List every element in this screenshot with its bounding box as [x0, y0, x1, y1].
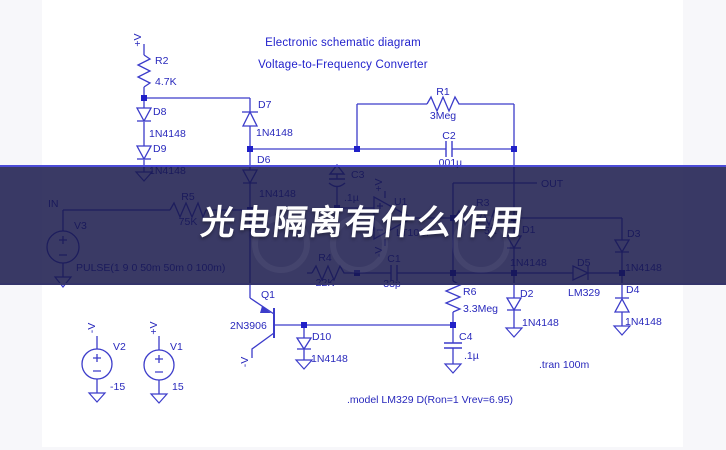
ground-d4	[612, 325, 632, 336]
diode-d9	[135, 145, 153, 161]
r2-value: 4.7K	[155, 76, 177, 88]
d2-value: 1N4148	[522, 317, 559, 329]
diode-d7	[241, 110, 259, 127]
q1-value: 2N3906	[230, 320, 267, 332]
d2-name: D2	[520, 288, 534, 300]
d8-name: D8	[153, 106, 167, 118]
watermark-shape	[452, 215, 510, 273]
q1-name: Q1	[261, 289, 275, 301]
voltage-source-v2	[81, 348, 113, 380]
voltage-source-v1	[143, 349, 175, 381]
d10-name: D10	[312, 331, 331, 343]
v2-value: -15	[110, 381, 125, 393]
d6-name: D6	[257, 154, 271, 166]
resistor-r1	[426, 95, 462, 113]
watermark-shape	[330, 215, 388, 273]
c2-name: C2	[442, 130, 456, 142]
diode-d2	[505, 297, 523, 312]
v2-vminus-label: -V	[86, 323, 98, 334]
capacitor-c4	[444, 342, 462, 349]
r1-value: 3Meg	[430, 110, 456, 122]
ground-v1	[149, 393, 169, 404]
d8-value: 1N4148	[149, 128, 186, 140]
transistor-q1	[249, 297, 275, 338]
v1-value: 15	[172, 381, 184, 393]
ground-d2	[504, 327, 524, 338]
v1-vplus-label: +V	[148, 321, 160, 334]
overlay-banner: 光电隔离有什么作用	[0, 165, 726, 285]
ground-v2	[87, 392, 107, 403]
schematic-title-line1: Electronic schematic diagram	[265, 37, 421, 49]
d4-value: 1N4148	[625, 316, 662, 328]
d7-name: D7	[258, 99, 272, 111]
q1-vminus-label: -V	[239, 357, 251, 368]
ground-d10	[294, 359, 314, 370]
schematic-title-line2: Voltage-to-Frequency Converter	[258, 59, 428, 71]
diode-d8	[135, 107, 153, 123]
d7-value: 1N4148	[256, 127, 293, 139]
r6-name: R6	[463, 286, 477, 298]
ground-c4	[443, 363, 463, 374]
bottom-margin-strip	[0, 447, 726, 450]
c4-value: .1µ	[464, 350, 479, 362]
r2-name: R2	[155, 55, 169, 67]
d4-name: D4	[626, 284, 640, 296]
resistor-r6	[444, 280, 462, 313]
r6-value: 3.3Meg	[463, 303, 498, 315]
v1-name: V1	[170, 341, 183, 353]
watermark-shape	[252, 215, 310, 273]
diode-d10	[295, 337, 313, 351]
d9-name: D9	[153, 143, 167, 155]
capacitor-c2	[445, 141, 453, 157]
banner-title: 光电隔离有什么作用	[199, 204, 528, 242]
c4-name: C4	[459, 331, 473, 343]
d5-value: LM329	[568, 287, 600, 299]
diode-d4	[613, 297, 631, 313]
d10-value: 1N4148	[311, 353, 348, 365]
resistor-r2	[136, 54, 152, 88]
tran-directive: .tran 100m	[539, 359, 589, 371]
model-directive: .model LM329 D(Ron=1 Vrev=6.95)	[347, 394, 513, 406]
v2-name: V2	[113, 341, 126, 353]
r1-name: R1	[436, 86, 450, 98]
rail-vplus-label: +V	[132, 33, 144, 46]
